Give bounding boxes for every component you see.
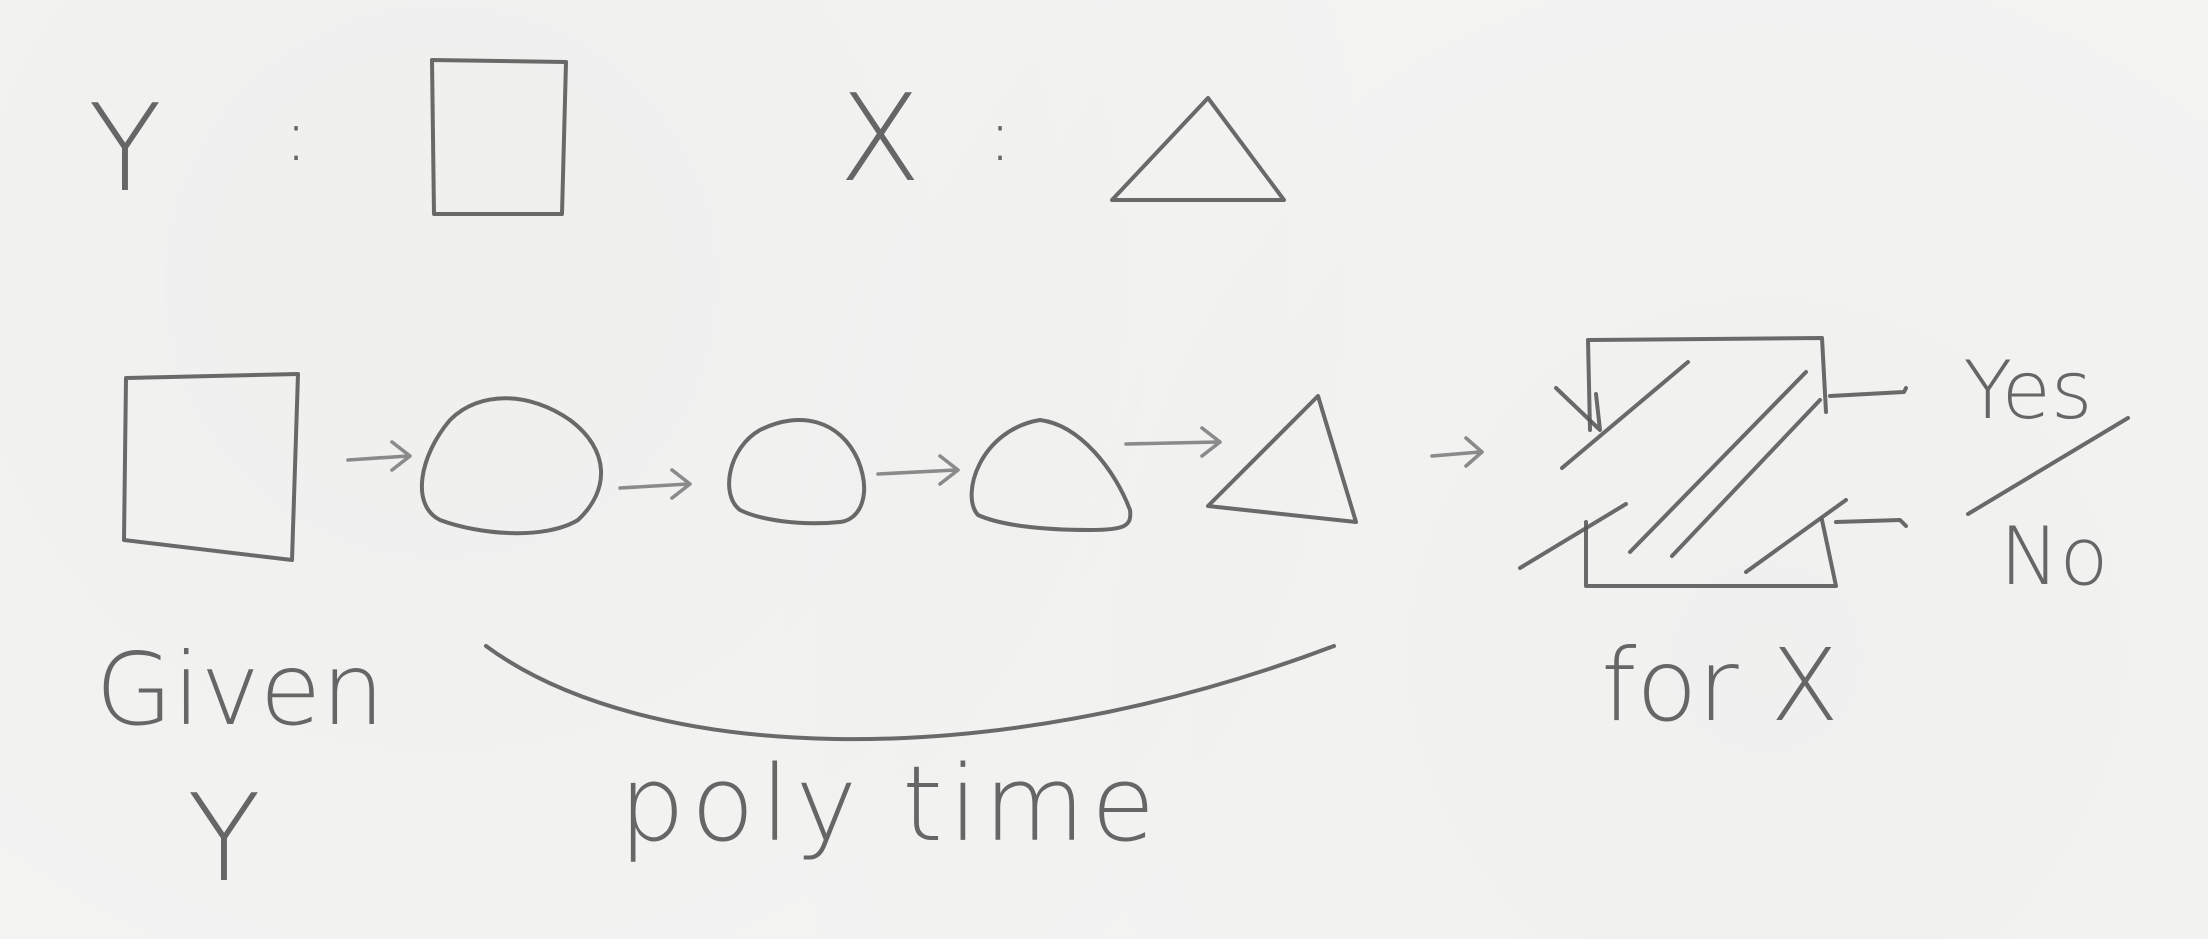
polytime-brace [484,644,1336,742]
yes-label: Yes [1963,344,2092,437]
decider-box [1518,336,1908,588]
arrow-in-icon [1554,386,1602,432]
transformation-chain [122,372,1484,562]
hatching-lines [1518,360,1848,574]
arrow-right-icon [1430,436,1484,468]
for-x-label: for X [1601,627,1839,744]
legend-y-separator: : [284,95,308,177]
intermediate-shape-icon [969,418,1133,532]
intermediate-shape-icon [727,418,867,526]
legend-row: Y : X : [88,58,1286,219]
intermediate-shape-icon [419,396,603,536]
given-y-label: Y [187,770,260,909]
legend-x-label: X [839,70,921,209]
yes-no-divider [1966,416,2130,516]
arrow-out-icon [1828,386,1908,528]
arrow-right-icon [346,440,412,472]
no-label: No [2000,510,2109,603]
arrow-right-icon [1124,426,1222,458]
decider-box-outline [1584,336,1838,588]
input-square-icon [122,372,300,562]
given-label: Given [95,631,384,748]
triangle-shape-icon [1110,96,1286,202]
legend-x-separator: : [988,95,1012,177]
legend-y-label: Y [88,80,161,219]
arrow-right-icon [876,454,960,486]
polytime-label: poly time [619,743,1161,865]
arrow-right-icon [618,468,692,500]
square-shape-icon [430,58,568,216]
output-triangle-icon [1206,394,1358,524]
